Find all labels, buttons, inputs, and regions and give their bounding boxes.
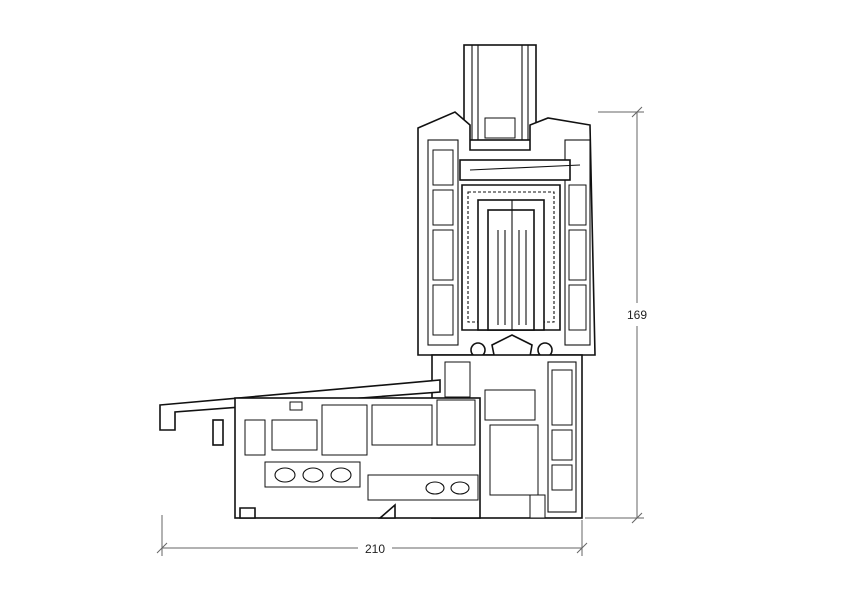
width-dimension-label: 210 (365, 542, 385, 556)
glazing-unit (463, 44, 537, 141)
height-dimension: 169 (585, 106, 647, 524)
sill-profile (159, 379, 481, 519)
width-dimension: 210 (156, 515, 588, 556)
sash-profile (417, 111, 596, 386)
height-dimension-label: 169 (627, 308, 647, 322)
